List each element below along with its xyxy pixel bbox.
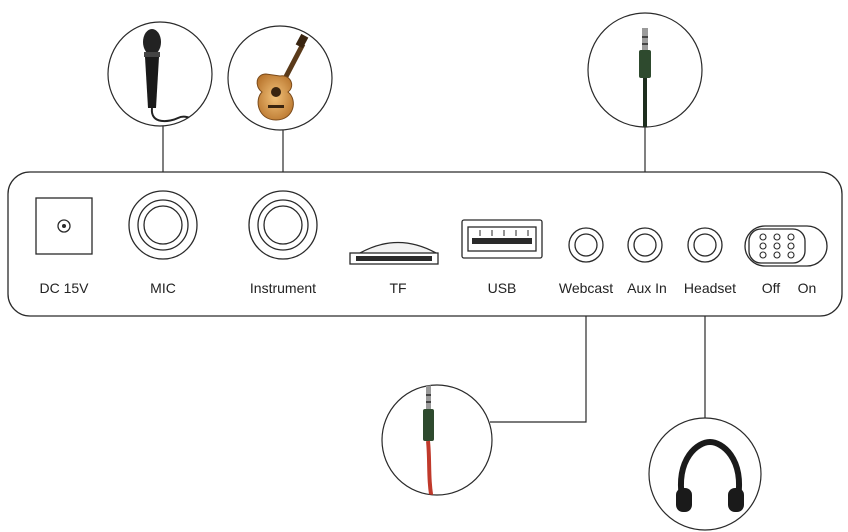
auxin-callout <box>587 12 703 128</box>
usb-port <box>461 219 543 259</box>
mic-label: MIC <box>150 280 176 296</box>
dc-power-socket <box>35 197 93 255</box>
microphone-icon <box>143 29 201 123</box>
power-switch[interactable] <box>744 225 828 267</box>
mic-jack <box>128 190 198 260</box>
usb-label: USB <box>488 280 517 296</box>
rear-panel <box>7 171 843 317</box>
instrument-label: Instrument <box>250 280 316 296</box>
tf-card-slot <box>349 241 439 265</box>
guitar-callout <box>227 25 333 131</box>
headset-label: Headset <box>684 280 736 296</box>
headset-callout <box>648 417 762 531</box>
headset-jack <box>687 227 723 263</box>
webcast-label: Webcast <box>559 280 613 296</box>
aux-jack-plug-icon <box>639 28 651 127</box>
switch-off-label: Off <box>762 280 781 296</box>
webcast-jack <box>568 227 604 263</box>
auxin-jack <box>627 227 663 263</box>
microphone-callout <box>107 21 213 127</box>
dc-label: DC 15V <box>39 280 89 296</box>
instrument-jack <box>248 190 318 260</box>
acoustic-guitar-icon <box>256 33 309 121</box>
auxin-label: Aux In <box>627 280 667 296</box>
tf-label: TF <box>389 280 406 296</box>
headphones-icon <box>676 438 744 512</box>
webcast-callout <box>381 384 493 496</box>
switch-on-label: On <box>798 280 817 296</box>
